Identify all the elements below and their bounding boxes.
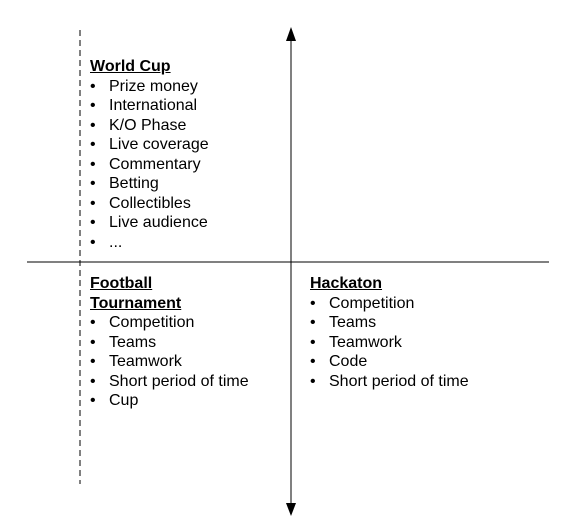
- football-tournament-title-line1: Football: [90, 275, 153, 292]
- list-item: Short period of time: [310, 372, 510, 392]
- list-item: Competition: [90, 313, 270, 333]
- list-item: International: [90, 96, 270, 116]
- list-item: Commentary: [90, 155, 270, 175]
- world-cup-list: Prize money International K/O Phase Live…: [90, 77, 270, 253]
- football-tournament-list: Competition Teams Teamwork Short period …: [90, 313, 270, 411]
- list-item: Collectibles: [90, 194, 270, 214]
- list-item: Live audience: [90, 213, 270, 233]
- world-cup-quadrant: World Cup Prize money International K/O …: [90, 57, 270, 252]
- list-item: Competition: [310, 294, 510, 314]
- list-item: Code: [310, 352, 510, 372]
- football-tournament-title-line2: Tournament: [90, 294, 182, 312]
- list-item: Short period of time: [90, 372, 270, 392]
- list-item: Betting: [90, 174, 270, 194]
- list-item: Live coverage: [90, 135, 270, 155]
- list-item: ...: [90, 233, 270, 253]
- hackaton-title: Hackaton: [310, 275, 383, 292]
- hackaton-list: Competition Teams Teamwork Code Short pe…: [310, 294, 510, 392]
- list-item: Teams: [90, 333, 270, 353]
- list-item: Teams: [310, 313, 510, 333]
- up-arrowhead-icon: [286, 27, 296, 41]
- list-item: Cup: [90, 391, 270, 411]
- hackaton-quadrant: Hackaton Competition Teams Teamwork Code…: [310, 274, 510, 391]
- down-arrowhead-icon: [286, 503, 296, 516]
- football-tournament-quadrant: Football Tournament Competition Teams Te…: [90, 274, 270, 411]
- list-item: K/O Phase: [90, 116, 270, 136]
- list-item: Teamwork: [90, 352, 270, 372]
- list-item: Prize money: [90, 77, 270, 97]
- list-item: Teamwork: [310, 333, 510, 353]
- world-cup-title: World Cup: [90, 58, 171, 75]
